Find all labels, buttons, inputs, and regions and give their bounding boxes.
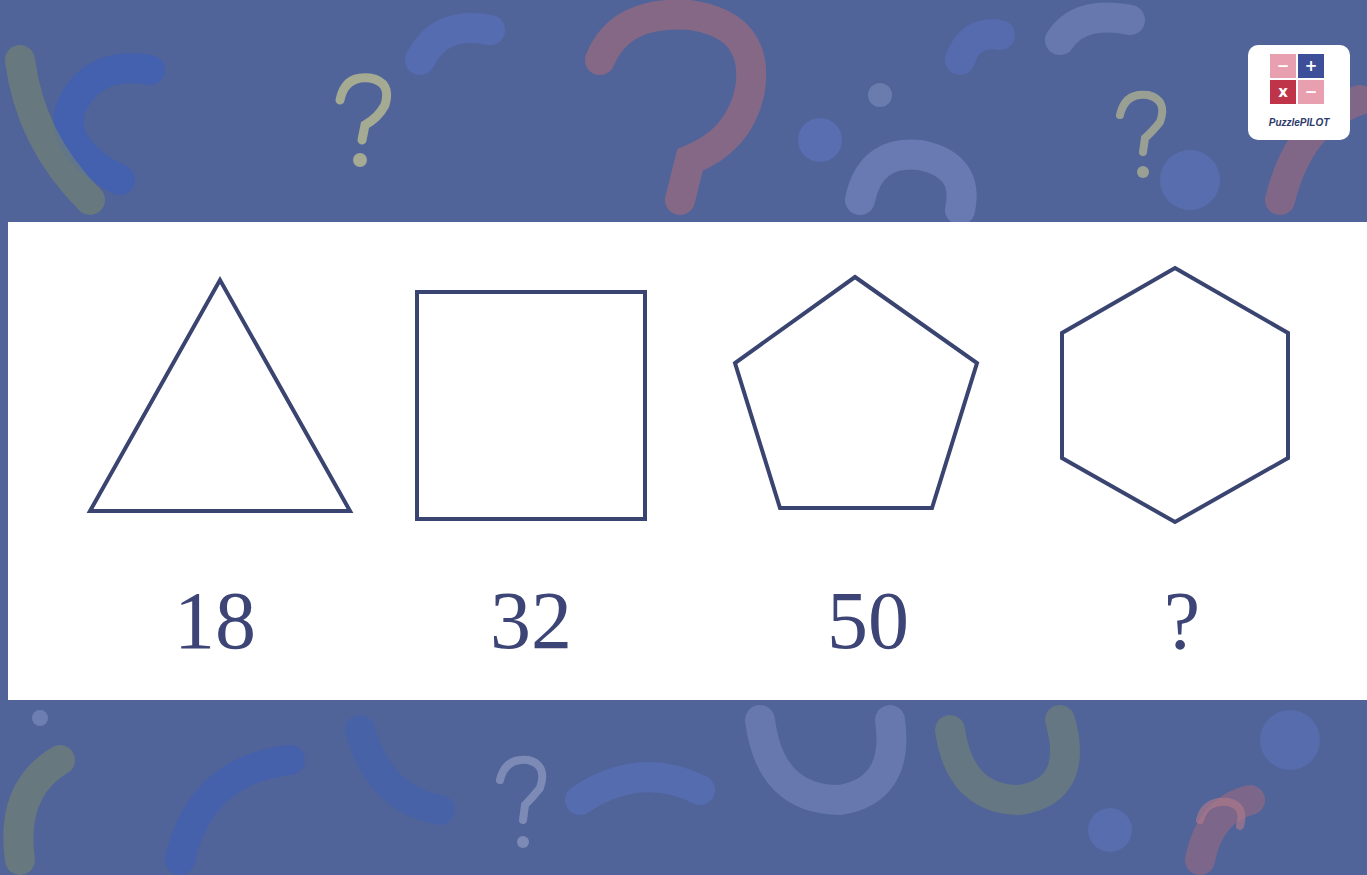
logo [1248,45,1350,140]
triangle [90,280,350,511]
logo-symbol: − [1305,85,1318,100]
answer-number: 32 [490,580,572,662]
pentagon [735,277,977,508]
white-band [8,222,1367,700]
square [417,292,645,519]
unknown-mark: ? [1164,580,1200,662]
logo-brand: PuzzlePILOT [1269,118,1330,128]
logo-symbol: + [1305,59,1318,74]
logo-symbol: x [1278,85,1288,100]
answer-number: 18 [174,580,256,662]
logo-symbol: − [1277,59,1290,74]
answer-number: 50 [827,580,909,662]
polygon-shapes [90,268,1288,522]
hexagon [1062,268,1288,522]
